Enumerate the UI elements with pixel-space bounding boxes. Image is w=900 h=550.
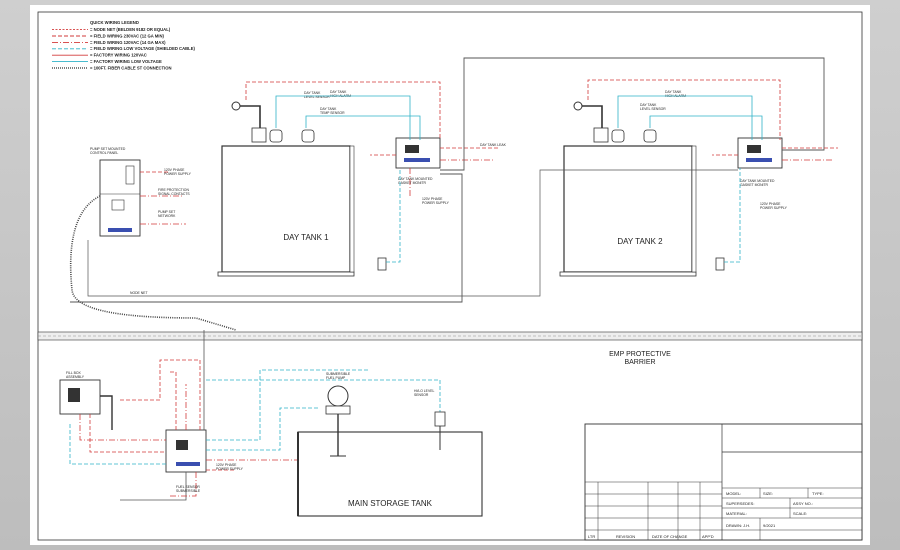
day-tank-1-group: DAY TANK 1 DAY TANK HIGH ALARM DAY TANK … <box>217 90 507 277</box>
svg-text:APP'D: APP'D <box>702 534 714 539</box>
svg-text:POWER SUPPLY: POWER SUPPLY <box>760 206 788 210</box>
emp-label-line1: EMP PROTECTIVE <box>609 351 671 358</box>
dt1-level-sensor <box>269 129 283 143</box>
svg-text:HI/LO LEVEL: HI/LO LEVEL <box>414 389 434 393</box>
fiber-cable <box>69 195 237 331</box>
legend-item-label: = FIELD WIRING 120VAC (14 GA MAX) <box>90 40 166 45</box>
legend-item-label: = NODE NET (BELDEN 9182 OR EQUAL) <box>90 27 171 32</box>
legend-title: QUICK WIRING LEGEND <box>90 20 139 25</box>
svg-text:SUPERSEDES:: SUPERSEDES: <box>726 501 754 506</box>
svg-text:SUBMERSIBLE: SUBMERSIBLE <box>176 489 201 493</box>
svg-text:FIRE PROTECTION: FIRE PROTECTION <box>158 188 189 192</box>
legend-item-label: = FIELD WIRING 230VAC (12 GA MIN) <box>90 33 164 38</box>
svg-text:SIZE:: SIZE: <box>763 491 773 496</box>
legend-item-label: = FACTORY WIRING 120VAC <box>90 53 147 58</box>
svg-text:120V PHASE: 120V PHASE <box>422 197 443 201</box>
svg-text:ASSEMBLY: ASSEMBLY <box>66 375 85 379</box>
svg-text:POWER SUPPLY: POWER SUPPLY <box>164 172 192 176</box>
svg-text:CONTROL PANEL: CONTROL PANEL <box>90 151 118 155</box>
legend-items: = NODE NET (BELDEN 9182 OR EQUAL)= FIELD… <box>52 27 195 70</box>
svg-text:POWER SUPPLY: POWER SUPPLY <box>216 467 244 471</box>
svg-text:NETWORK: NETWORK <box>158 214 176 218</box>
legend-item-label: = 100FT. FIBER CABLE ST CONNECTION <box>90 65 172 70</box>
svg-text:TYPE:: TYPE: <box>812 491 824 496</box>
dt1-leak-switch <box>377 257 387 271</box>
svg-text:120V PHASE: 120V PHASE <box>164 168 185 172</box>
dt1-display <box>405 145 419 153</box>
svg-text:PUMP SET MOUNTED: PUMP SET MOUNTED <box>90 147 126 151</box>
svg-text:DAY TANK MOUNTED: DAY TANK MOUNTED <box>740 179 775 183</box>
legend-item-label: = FACTORY WIRING LOW VOLTAGE <box>90 59 162 64</box>
pump-set-indicator <box>108 228 132 232</box>
upper-wiring: NODE NET <box>70 57 838 303</box>
pump-set-panel-group: PUMP SET MOUNTED CONTROL PANEL 120V PHAS… <box>69 147 237 331</box>
svg-text:NODE NET: NODE NET <box>130 291 148 295</box>
dt1-temp-sensor <box>301 129 315 143</box>
wiring-legend: QUICK WIRING LEGEND = NODE NET (BELDEN 9… <box>52 20 195 70</box>
svg-text:POWER SUPPLY: POWER SUPPLY <box>422 201 450 205</box>
svg-text:DAY TANK: DAY TANK <box>330 90 347 94</box>
svg-text:FUEL PUMP: FUEL PUMP <box>326 376 346 380</box>
svg-text:SCALE:: SCALE: <box>793 511 807 516</box>
svg-text:120V PHASE: 120V PHASE <box>760 202 781 206</box>
dt1-indicator <box>404 158 430 162</box>
svg-text:DAY TANK: DAY TANK <box>320 107 337 111</box>
svg-text:DAY TANK: DAY TANK <box>304 91 321 95</box>
svg-text:DAY TANK MOUNTED: DAY TANK MOUNTED <box>398 177 433 181</box>
dt2-indicator <box>746 158 772 162</box>
svg-text:REVISION: REVISION <box>616 534 635 539</box>
svg-text:SUBMERSIBLE: SUBMERSIBLE <box>326 372 351 376</box>
day-tank-2-body <box>563 145 693 273</box>
svg-text:LEVEL SENSOR: LEVEL SENSOR <box>640 107 666 111</box>
svg-text:LTR: LTR <box>588 534 595 539</box>
emp-barrier: EMP PROTECTIVE BARRIER <box>37 331 863 366</box>
svg-text:DAY TANK: DAY TANK <box>665 90 682 94</box>
svg-text:PUMP SET: PUMP SET <box>158 210 175 214</box>
main-storage-tank-label: MAIN STORAGE TANK <box>348 499 433 508</box>
svg-text:9/2021: 9/2021 <box>763 523 776 528</box>
dt2-leak-switch <box>715 257 725 271</box>
svg-text:TEMP SENSOR: TEMP SENSOR <box>320 111 345 115</box>
svg-text:DAY TANK: DAY TANK <box>640 103 657 107</box>
svg-text:SENSOR: SENSOR <box>414 393 429 397</box>
svg-text:MATERIAL:: MATERIAL: <box>726 511 747 516</box>
svg-text:ASSY NO.:: ASSY NO.: <box>793 501 813 506</box>
title-block: MODEL: SIZE: TYPE: SUPERSEDES: ASSY NO.:… <box>584 423 863 541</box>
svg-text:120V PHASE: 120V PHASE <box>216 463 237 467</box>
svg-text:DRAWN: J.H.: DRAWN: J.H. <box>726 523 750 528</box>
lower-section: FILL BOX ASSEMBLY 120V PHASE POWER SUPPL… <box>59 330 483 517</box>
day-tank-1-label: DAY TANK 1 <box>283 233 329 242</box>
legend-item-label: = FIELD WIRING LOW VOLTAGE (SHIELDED CAB… <box>90 46 195 51</box>
submersible-pump-head <box>327 385 349 407</box>
svg-text:DAY TANK LEAK: DAY TANK LEAK <box>480 143 507 147</box>
pump-set-display <box>111 199 125 211</box>
svg-text:FUEL SENSOR: FUEL SENSOR <box>176 485 200 489</box>
dt2-display <box>747 145 761 153</box>
main-level-sensor <box>434 411 446 427</box>
dt2-temp-sensor <box>643 129 657 143</box>
day-tank-1-body <box>221 145 351 273</box>
svg-text:SIGNAL CONTACTS: SIGNAL CONTACTS <box>158 192 190 196</box>
svg-text:GASKET MONITR: GASKET MONITR <box>740 183 769 187</box>
svg-text:MODEL:: MODEL: <box>726 491 741 496</box>
svg-text:DATE OF CHANGE: DATE OF CHANGE <box>652 534 688 539</box>
svg-text:GASKET MONITR: GASKET MONITR <box>398 181 427 185</box>
svg-text:FILL BOX: FILL BOX <box>66 371 81 375</box>
day-tank-1-base <box>217 271 355 277</box>
day-tank-2-base <box>559 271 697 277</box>
svg-text:LEVEL SENSOR: LEVEL SENSOR <box>304 95 330 99</box>
dt1-vent-cap <box>231 101 241 111</box>
main-storage-tank-body <box>297 431 483 517</box>
day-tank-2-label: DAY TANK 2 <box>617 237 663 246</box>
dt2-level-sensor <box>611 129 625 143</box>
emp-label-line2: BARRIER <box>624 359 655 366</box>
sheet-border <box>37 11 863 541</box>
dt2-vent-cap <box>573 101 583 111</box>
